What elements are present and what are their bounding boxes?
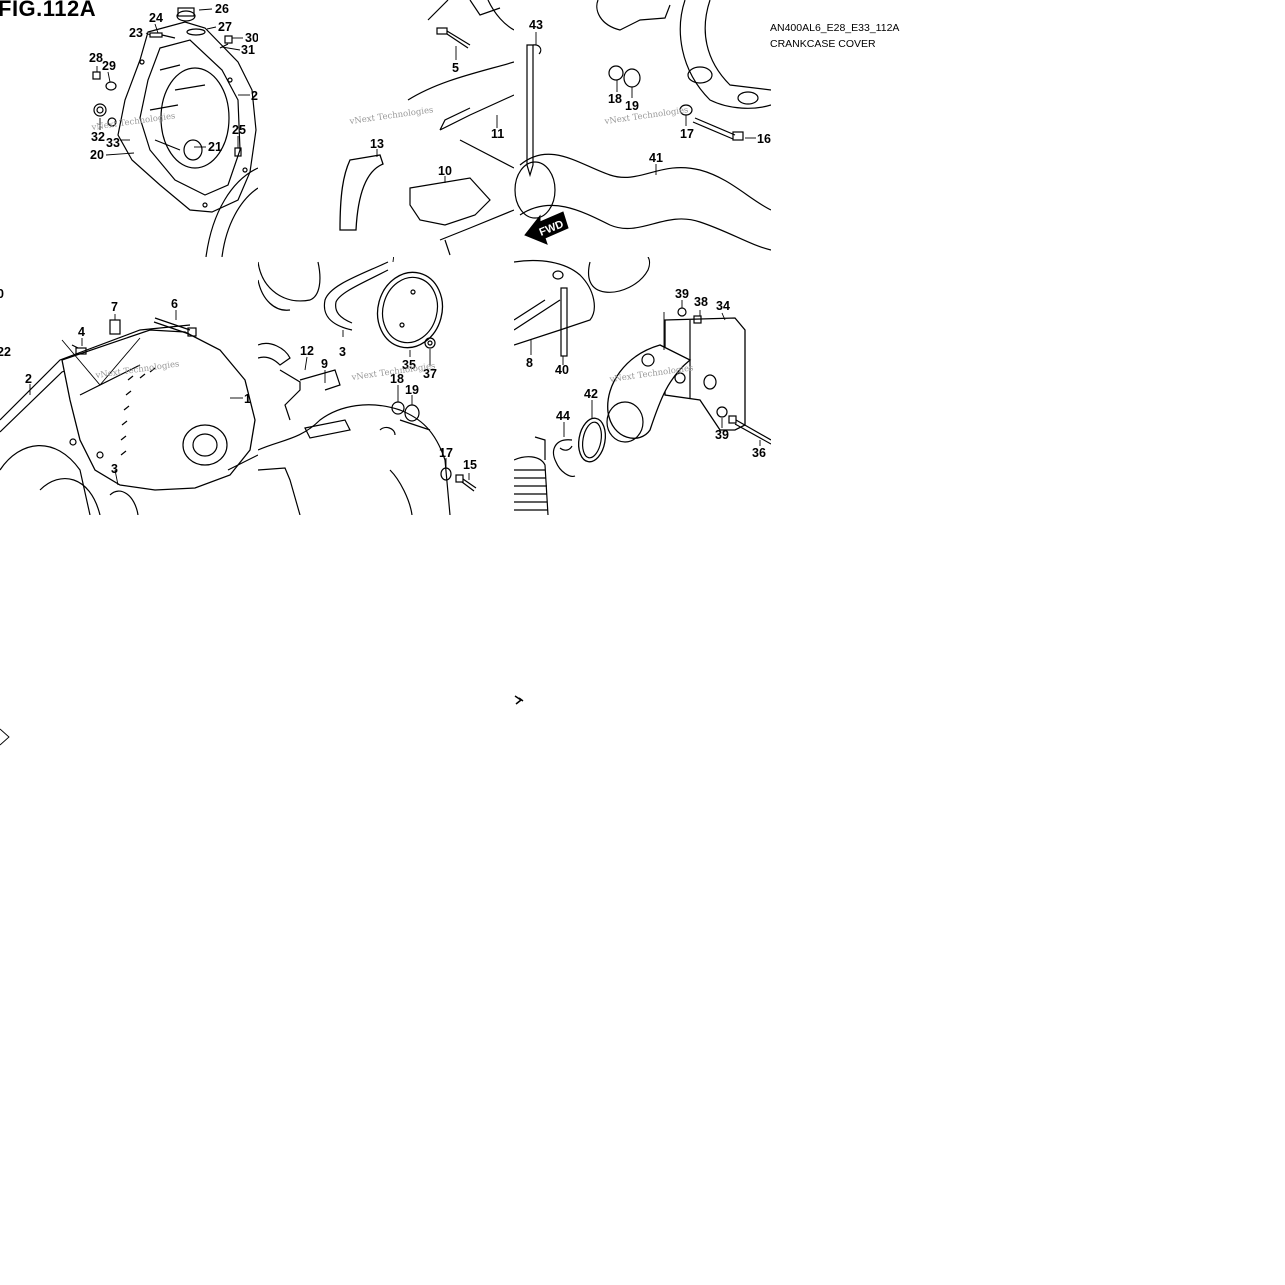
callout-41: 41	[649, 151, 663, 165]
callout-39-bottom: 39	[715, 428, 729, 442]
callout-42: 42	[584, 387, 598, 401]
callout-2-bottom: 2	[25, 372, 32, 386]
panel-5-gasket-seal: 14 3 35 37 12 9 18 19 17 15 vNext Techno…	[258, 232, 477, 515]
panel-4-outer-cover: 0 22 7 6 4 2 1 3 vNext Technologies	[0, 287, 258, 515]
stray-arrow-icon	[0, 728, 10, 746]
callout-22: 22	[0, 345, 11, 359]
callout-14: 14	[391, 232, 405, 246]
callout-39-top: 39	[675, 287, 689, 301]
callout-17-top: 17	[680, 127, 694, 141]
callout-8: 8	[526, 356, 533, 370]
stray-mark-icon	[514, 695, 524, 705]
callout-30: 30	[245, 31, 259, 45]
callout-38: 38	[694, 295, 708, 309]
callout-37: 37	[423, 367, 437, 381]
callout-2-top: 2	[251, 89, 258, 103]
callout-26: 26	[215, 2, 229, 16]
callout-40: 40	[555, 363, 569, 377]
callout-7: 7	[111, 300, 118, 314]
callout-33: 33	[106, 136, 120, 150]
callout-12: 12	[300, 344, 314, 358]
panel-2-duct-pieces: 5 11 13 10 vNext Technologies	[339, 0, 514, 256]
callout-20: 20	[90, 148, 104, 162]
callout-5: 5	[452, 61, 459, 75]
callout-16: 16	[757, 132, 771, 146]
watermark: vNext Technologies	[348, 105, 434, 127]
callout-31: 31	[241, 43, 255, 57]
callout-36: 36	[752, 446, 766, 460]
callout-23: 23	[129, 26, 143, 40]
callout-21: 21	[208, 140, 222, 154]
callout-3-mid: 3	[339, 345, 346, 359]
callout-4: 4	[78, 325, 85, 339]
callout-27: 27	[218, 20, 232, 34]
callout-11: 11	[491, 127, 504, 141]
callout-0: 0	[0, 287, 4, 301]
figure-title: FIG.112A	[0, 0, 97, 21]
figure-code: AN400AL6_E28_E33_112A	[770, 22, 900, 34]
callout-13: 13	[370, 137, 384, 151]
callout-fragment: ,	[511, 387, 514, 401]
panel-1-cover-inner: 26 24 27 30 23 31 28 29 2 25 32 21 33 20…	[89, 2, 259, 257]
watermark: vNext Technologies	[603, 105, 689, 127]
callout-6: 6	[171, 297, 178, 311]
callout-19-top: 19	[625, 99, 639, 113]
callout-19-bottom: 19	[405, 383, 419, 397]
callout-3-left: 3	[111, 462, 118, 476]
callout-25: 25	[232, 123, 246, 137]
callout-9: 9	[321, 357, 328, 371]
callout-34: 34	[716, 299, 730, 313]
fwd-arrow-icon: FWD	[524, 211, 569, 245]
callout-24: 24	[149, 11, 163, 25]
callout-18-top: 18	[608, 92, 622, 106]
panel-3-intake-hose: FWD 43 18 19 17 16 41 vNext Technologies	[514, 0, 771, 251]
figure-name: CRANKCASE COVER	[770, 38, 876, 50]
callout-28: 28	[89, 51, 103, 65]
callout-44: 44	[556, 409, 570, 423]
callout-1: 1	[244, 392, 251, 406]
panel-6-intake-duct: 39 38 34 8 40 42 44 39 36 vNext Technolo…	[511, 257, 771, 515]
callout-35: 35	[402, 358, 416, 372]
callout-17-bottom: 17	[439, 446, 453, 460]
callout-18-bottom: 18	[390, 372, 404, 386]
callout-15: 15	[463, 458, 477, 472]
callout-10: 10	[438, 164, 452, 178]
callout-43: 43	[529, 18, 543, 32]
callout-32: 32	[91, 130, 105, 144]
callout-29: 29	[102, 59, 116, 73]
